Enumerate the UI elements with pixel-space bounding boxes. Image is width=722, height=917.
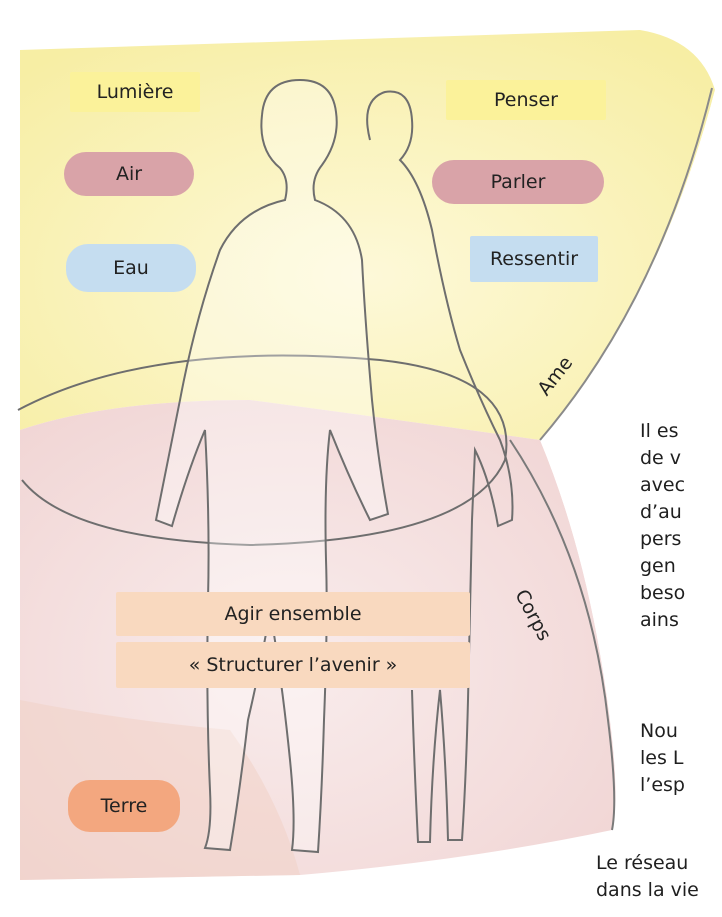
tag-structure-future: « Structurer l’avenir » [116, 642, 470, 688]
side-paragraph-1-line: avec [640, 472, 685, 499]
tag-water: Eau [66, 244, 196, 292]
side-paragraph-1-line: d’au [640, 499, 685, 526]
side-paragraph-2: Nou les L l’esp [640, 718, 685, 799]
tag-speak: Parler [432, 160, 604, 204]
side-paragraph-1-line: ains [640, 607, 685, 634]
bottom-paragraph: Le réseau dans la vie [596, 850, 699, 904]
tag-feel: Ressentir [470, 236, 598, 282]
tag-light: Lumière [70, 72, 200, 112]
side-paragraph-1-line: pers [640, 526, 685, 553]
tag-air: Air [64, 152, 194, 196]
side-paragraph-1-line: gen [640, 553, 685, 580]
side-paragraph-2-line: l’esp [640, 772, 685, 799]
tag-think: Penser [446, 80, 606, 120]
tag-earth: Terre [68, 780, 180, 832]
side-paragraph-1-line: Il es [640, 418, 685, 445]
bottom-paragraph-line: Le réseau [596, 850, 699, 877]
side-paragraph-1: Il es de v avec d’au pers gen beso ains [640, 418, 685, 634]
side-paragraph-1-line: beso [640, 580, 685, 607]
side-paragraph-1-line: de v [640, 445, 685, 472]
side-paragraph-2-line: Nou [640, 718, 685, 745]
side-paragraph-2-line: les L [640, 745, 685, 772]
bottom-paragraph-line: dans la vie [596, 877, 699, 904]
tag-act-together: Agir ensemble [116, 592, 470, 636]
